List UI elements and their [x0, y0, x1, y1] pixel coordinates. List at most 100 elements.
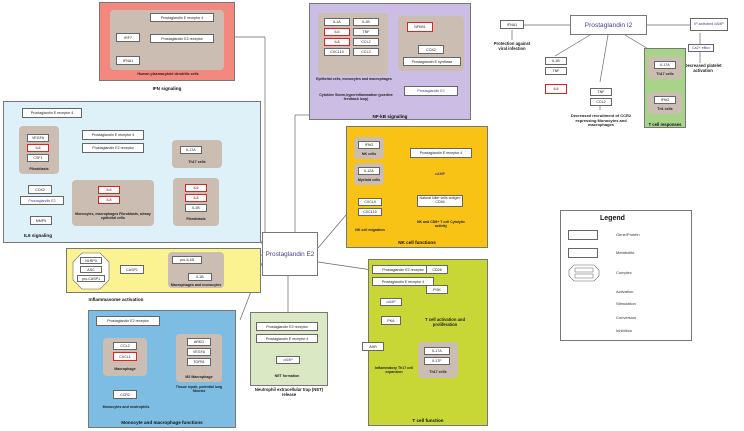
- legend-gene-label: Gene/Protein: [616, 232, 640, 237]
- net-camp-box: cAMP: [276, 356, 300, 364]
- il6-ep2-box: Prostaglandin E2 receptor: [82, 143, 144, 153]
- tcell-title: T cell function: [412, 418, 444, 423]
- nfkb-pges-box: Prostaglandin E synthase: [403, 57, 461, 66]
- tcell-il17a-box: IL17A: [424, 347, 450, 355]
- nk-camp-label: cAMP: [435, 172, 445, 176]
- tcell-th17-label: Th17 cells: [429, 370, 447, 374]
- nfkb-gene-box: CCL2: [353, 38, 379, 46]
- nk-cells-label: NK cells: [361, 152, 377, 156]
- nk-myeloid-label: Myeloid cells: [357, 178, 381, 182]
- mono-tgfb1-box: TGFB1: [187, 358, 211, 366]
- tcell-activation-label: T cell activation and proliferation: [424, 317, 466, 327]
- legend-complex-label: Complex: [616, 270, 632, 275]
- nk-antigen-box: Natural killer cells antigen CD94: [417, 195, 463, 207]
- irf7-box: IRF7: [116, 33, 140, 42]
- mono-ccr2-box: CCR2: [113, 390, 137, 399]
- nk-cytolytic-label: NK and CD8+ T cell Cytolytic activity: [417, 220, 465, 229]
- tcell-il17f-box: IL17F: [424, 357, 450, 365]
- ifn-ifna1-box: IFNA1: [116, 56, 140, 65]
- ifn-title: IFN signaling: [152, 86, 182, 91]
- tcell-ahr-box: AHR: [362, 342, 384, 351]
- il6-fibroblasts2-label: Fibroblasts: [186, 217, 206, 221]
- prostaglandin-i2-box: Prostaglandin I2: [570, 15, 647, 35]
- nk-cxcl9-box: CXCL9: [358, 198, 382, 206]
- pgi2-ccl2-box: CCL2: [590, 98, 612, 106]
- nfkb-gene-box: CCL3: [353, 48, 379, 56]
- legend-complex-symbol: [568, 264, 600, 282]
- legend-met-label: Metabolite: [616, 250, 635, 255]
- nfkb-storm-label: Cytokine Storm,hyperinflammation (positi…: [319, 93, 393, 102]
- il6-il1b-box: IL1B: [185, 204, 207, 212]
- pgi2-il17a-box: IL17A: [654, 61, 676, 69]
- nk-migration-label: NK cell migration: [355, 228, 385, 232]
- inflammasome-title: Inflammasome activation: [88, 297, 144, 302]
- legend-conversion-label: Conversion: [616, 315, 637, 320]
- infl-macro-label: Macrophages and monocytes: [170, 283, 222, 287]
- tcell-ep4-box: Prostaglandin E receptor 4: [372, 277, 434, 286]
- nk-cxcl10-box: CXCL10: [358, 208, 382, 216]
- legend-stimulation-label: Stimulation: [616, 301, 636, 306]
- m2-label: M2 Macrophage: [185, 375, 213, 379]
- il6-monocytes-label: Monocytes, macrophages Fibroblasts, airw…: [75, 212, 151, 221]
- tcell-cd28-box: CD28: [426, 265, 448, 274]
- il6-il8b-box: IL8: [98, 196, 120, 204]
- legend-inhibition-label: Inhibition: [616, 328, 633, 333]
- nk-title: NK cell functions: [398, 240, 436, 245]
- il6-fibroblasts-label: Fibroblasts: [29, 167, 49, 171]
- legend-title: Legend: [600, 215, 625, 222]
- mono-areg-box: AREG: [187, 338, 211, 346]
- pgi2-tnf2-box: TNF: [590, 88, 612, 96]
- pgi2-ca-box: Ca2+ efflux: [688, 44, 714, 52]
- il6-cox2-box: COX2: [28, 185, 52, 194]
- pgi2-tcell-title: T cell responses: [648, 122, 682, 127]
- il6-il17a-box: IL17A: [180, 146, 202, 154]
- nfkb-cells-label: Epithelial cells, monocytes and macropha…: [316, 77, 392, 81]
- il6-il6b-box: IL6: [98, 186, 120, 194]
- ifn-cells-label: Human plasmacytoid dendritic cells: [137, 72, 199, 76]
- pgi2-il6-box: IL6: [545, 84, 567, 94]
- pgi2-platelet-label: Decreased platelet activation: [684, 63, 722, 73]
- il6-il8c-box: IL8: [185, 194, 207, 202]
- pgi2-th1-label: Th1 cells: [657, 107, 673, 111]
- il6-th17-label: Th17 cells: [188, 160, 206, 164]
- pgi2-il1b-box: IL1B: [545, 57, 567, 65]
- mono-neutrophils-label: Monocytes and neutrophils: [102, 405, 150, 409]
- nk-il12a-box: IL12A: [358, 167, 380, 175]
- pgi2-tnf1-box: TNF: [545, 67, 567, 75]
- nfkb-gene-box: IL1A: [324, 18, 350, 26]
- mono-repair-label: Tissue repair, potential lung fibrosis: [175, 385, 223, 394]
- il6-vegfa-box: VEGFA: [27, 134, 49, 142]
- nfkb-gene-box: CXCL10: [324, 48, 350, 56]
- net-ep4-box: Prostaglandin E receptor 4: [256, 334, 318, 343]
- pro-il1b-box: pro-IL1B: [172, 256, 202, 264]
- pgi2-ifna1-box: IFNA1: [500, 20, 524, 29]
- pgi2-ifng-box: IFNG: [654, 96, 676, 104]
- net-title: Neutrophil extracellular trap (NET) rele…: [254, 387, 324, 397]
- nfkb-gene-box: IL1B: [353, 18, 379, 26]
- casp1-box: CASP1: [120, 265, 144, 274]
- legend-activation-label: Activation: [616, 289, 634, 294]
- il6-pge2-box: Prostaglandin E2: [20, 196, 64, 205]
- il6-ep4b-box: Prostaglandin E receptor 4: [82, 130, 144, 140]
- net-formation-label: NET formation: [274, 374, 300, 378]
- nfkb-cox2-box: COX2: [418, 45, 444, 54]
- legend-gene-symbol: [568, 230, 598, 240]
- tcell-camp-box: cAMP: [380, 298, 402, 306]
- nlrp3-box: NLRP3: [80, 257, 102, 264]
- tcell-pka-box: PKA: [381, 316, 401, 325]
- nfkb-pge2-box: Prostaglandin E2: [404, 86, 458, 96]
- mono-ep2-box: Prostaglandin E2 receptor: [96, 316, 160, 326]
- il6-ep4-box: Prostaglandin E receptor 4: [22, 108, 82, 118]
- tcell-th17-expansion-label: Inflammatory Th17 cell expansion: [375, 366, 413, 375]
- ifn-ep4-box: Prostaglandin E receptor 4: [150, 13, 214, 22]
- pgi2-th17-label: Th17 cells: [656, 72, 674, 76]
- net-ep2-box: Prostaglandin E2 receptor: [256, 322, 318, 331]
- il6-csf1-box: CSF1: [27, 154, 49, 162]
- pgi2-camp-box: IP-activated cAMP: [690, 18, 728, 31]
- mono-vegfa-box: VEGFA: [187, 348, 211, 356]
- il6-title: IL6 signaling: [23, 233, 53, 238]
- pgi2-ccr2-label: Decreased recruitment of CCR2 expressing…: [570, 113, 632, 128]
- ifn-ep2-box: Prostaglandin E2 receptor: [150, 34, 214, 43]
- th17-group: [172, 140, 222, 168]
- nfkb1-box: NFKB1: [407, 22, 433, 32]
